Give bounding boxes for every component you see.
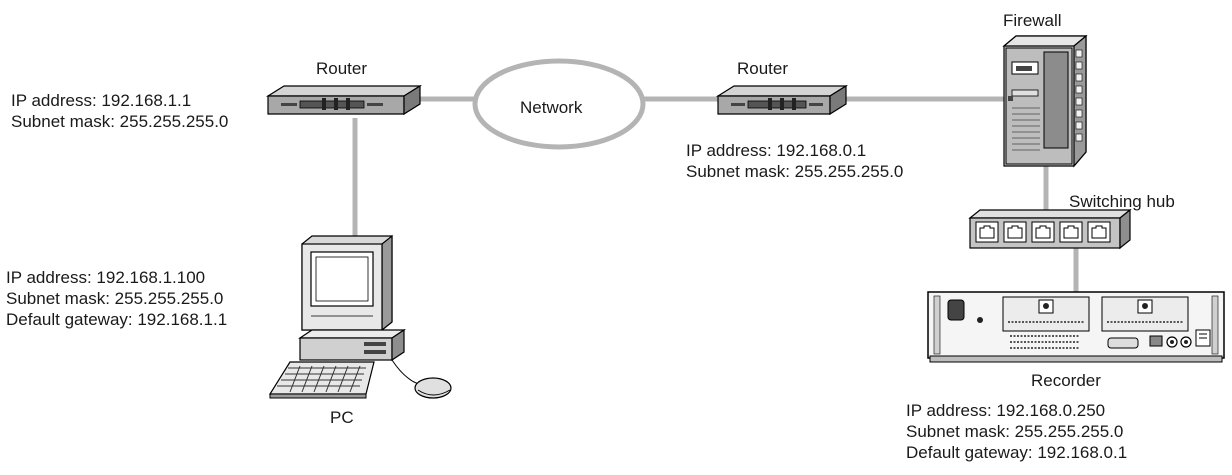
recorder-icon [927, 291, 1225, 363]
network-cloud [472, 58, 646, 150]
recorder-info: IP address: 192.168.0.250 Subnet mask: 2… [906, 400, 1127, 463]
recorder-ip: IP address: 192.168.0.250 [906, 401, 1106, 420]
switching-hub-icon [968, 208, 1132, 250]
switching-hub-title: Switching hub [1069, 192, 1175, 211]
router-left-title: Router [316, 59, 368, 78]
router-left-info: IP address: 192.168.1.1 Subnet mask: 255… [11, 90, 228, 132]
firewall-icon [1002, 34, 1088, 168]
router-left-mask: Subnet mask: 255.255.255.0 [11, 112, 229, 131]
recorder-title: Recorder [1031, 371, 1101, 390]
firewall-title: Firewall [1003, 11, 1062, 30]
pc-title: PC [330, 408, 354, 427]
router-right-title: Router [737, 59, 789, 78]
router-right-ip: IP address: 192.168.0.1 [686, 141, 867, 160]
recorder-gateway: Default gateway: 192.168.0.1 [906, 443, 1128, 462]
router-right-mask: Subnet mask: 255.255.255.0 [686, 162, 904, 181]
network-label: Network [520, 98, 583, 117]
pc-icon [268, 234, 452, 399]
router-right-info: IP address: 192.168.0.1 Subnet mask: 255… [686, 140, 903, 182]
connection-lines [352, 96, 1079, 292]
pc-ip: IP address: 192.168.1.100 [6, 268, 206, 287]
router-right-icon [715, 84, 849, 116]
pc-gateway: Default gateway: 192.168.1.1 [6, 310, 228, 329]
pc-mask: Subnet mask: 255.255.255.0 [6, 289, 224, 308]
recorder-mask: Subnet mask: 255.255.255.0 [906, 422, 1124, 441]
router-left-ip: IP address: 192.168.1.1 [11, 91, 192, 110]
pc-info: IP address: 192.168.1.100 Subnet mask: 2… [6, 267, 227, 330]
router-left-icon [265, 84, 423, 116]
